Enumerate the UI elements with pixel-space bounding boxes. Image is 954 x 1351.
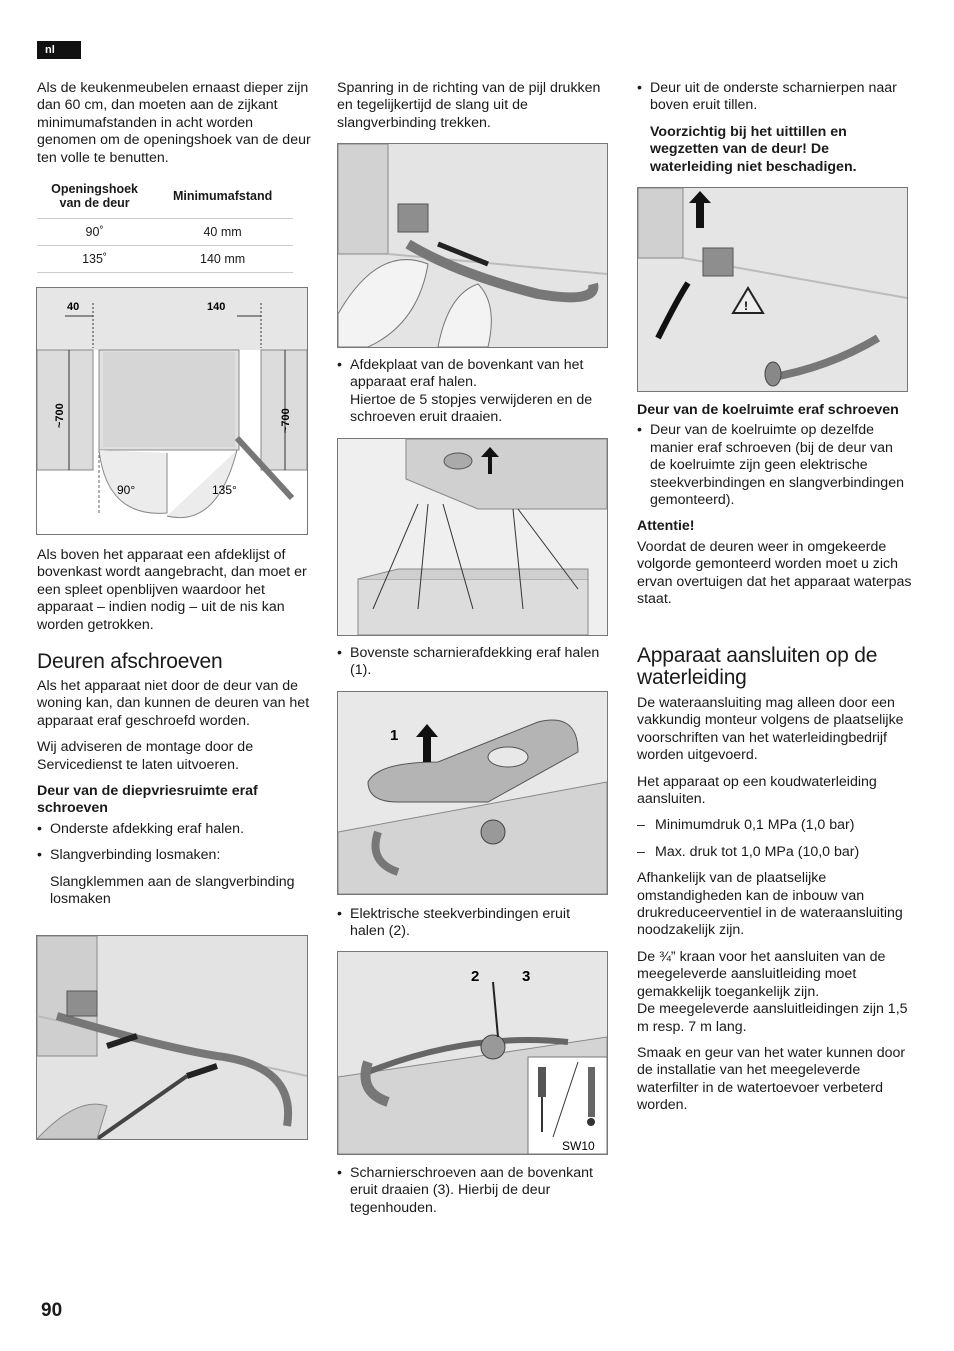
min-pressure-item: Minimumdruk 0,1 MPa (1,0 bar) (637, 817, 912, 835)
angle-135-label: 135° (212, 483, 237, 497)
doors-paragraph-2: Wij adviseren de montage door de Service… (37, 739, 254, 773)
bullet-remove-cover: Onderste afdekking eraf halen. (37, 821, 312, 839)
opening-angle-table: Openingshoek van de deur Minimumafstand … (37, 180, 293, 273)
doors-paragraph-1: Als het apparaat niet door de deur van d… (37, 678, 310, 729)
page-number: 90 (41, 1300, 63, 1321)
bullet-fridge-door: Deur van de koelruimte op dezelfde manie… (637, 422, 912, 509)
heading-water-connection: Apparaat aansluiten op de waterleiding (637, 644, 878, 689)
bullet-hose-loosen: Slangverbinding losmaken: (37, 847, 312, 865)
language-tag: nl (37, 41, 81, 59)
dim-40-label: 40 (67, 301, 79, 313)
bullet-remove-top-cover: Afdekplaat van de bovenkant van het appa… (337, 357, 607, 392)
callout-2: 2 (471, 968, 479, 985)
table-row: 90˚40 mm (37, 218, 293, 246)
callout-3: 3 (522, 968, 530, 985)
max-pressure-item: Max. druk tot 1,0 MPa (10,0 bar) (637, 844, 912, 862)
dim-700-right-label: ~700 (280, 408, 292, 433)
bullet-remove-plugs-screws: Hiertoe de 5 stopjes verwijderen en de s… (350, 391, 593, 426)
water-paragraph-2: Het apparaat op een koudwaterleiding aan… (637, 773, 877, 808)
water-paragraph-4: De ¾” kraan voor het aansluiten van de m… (637, 948, 886, 1000)
attention-label: Attentie! (637, 518, 695, 535)
dim-700-left-label: ~700 (54, 403, 66, 428)
lift-door-illustration: ! (637, 187, 908, 392)
hinge-cover-illustration: 1 (337, 691, 608, 895)
hose-removal-illustration (337, 143, 608, 348)
bullet-remove-hinge-cover: Bovenste scharnierafdekking eraf halen (… (337, 645, 607, 680)
water-paragraph-5: De meegeleverde aansluitleidingen zijn 1… (637, 1001, 908, 1035)
subheading-freezer-door: Deur van de diepvriesruimte eraf schroev… (37, 783, 258, 817)
bullet-lift-door: Deur uit de onderste scharnierpen naar b… (637, 80, 912, 115)
spanring-paragraph: Spanring in de richting van de pijl druk… (337, 80, 601, 131)
table-row: 135˚140 mm (37, 245, 293, 273)
svg-text:!: ! (744, 299, 748, 313)
intro-paragraph: Als de keukenmeubelen ernaast dieper zij… (37, 80, 311, 166)
top-cover-illustration (337, 438, 608, 636)
door-clearance-diagram: 40 140 ~700 ~700 90° 135° (36, 287, 308, 535)
bullet-remove-plugs: Elektrische steekverbindingen eruit hale… (337, 906, 607, 941)
bullet-remove-hinge-screws: Scharnierschroeven aan de bovenkant erui… (337, 1165, 607, 1217)
warning-text: Voorzichtig bij het uittillen en wegzett… (650, 123, 857, 175)
dim-140-label: 140 (207, 301, 225, 313)
attention-text: Voordat de deuren weer in omgekeerde vol… (637, 538, 912, 608)
hose-clamps-text: Slangklemmen aan de slangverbinding losm… (50, 873, 295, 908)
angle-90-label: 90° (117, 483, 135, 497)
hose-clamp-illustration (36, 935, 308, 1140)
wrench-size-label: SW10 (562, 1139, 595, 1153)
water-paragraph-1: De wateraansluiting mag alleen door een … (637, 695, 904, 764)
callout-1: 1 (390, 727, 398, 744)
subheading-fridge-door: Deur van de koelruimte eraf schroeven (637, 402, 899, 418)
table-header-distance: Minimumafstand (172, 189, 273, 203)
heading-doors: Deuren afschroeven (37, 650, 223, 673)
cover-strip-paragraph: Als boven het apparaat een afdeklijst of… (37, 547, 307, 633)
table-header-angle: Openingshoek van de deur (51, 182, 138, 210)
water-paragraph-3: Afhankelijk van de plaatselijke omstandi… (637, 870, 903, 939)
hinge-screws-illustration: 2 3 SW10 (337, 951, 608, 1155)
water-paragraph-6: Smaak en geur van het water kunnen door … (637, 1044, 906, 1114)
